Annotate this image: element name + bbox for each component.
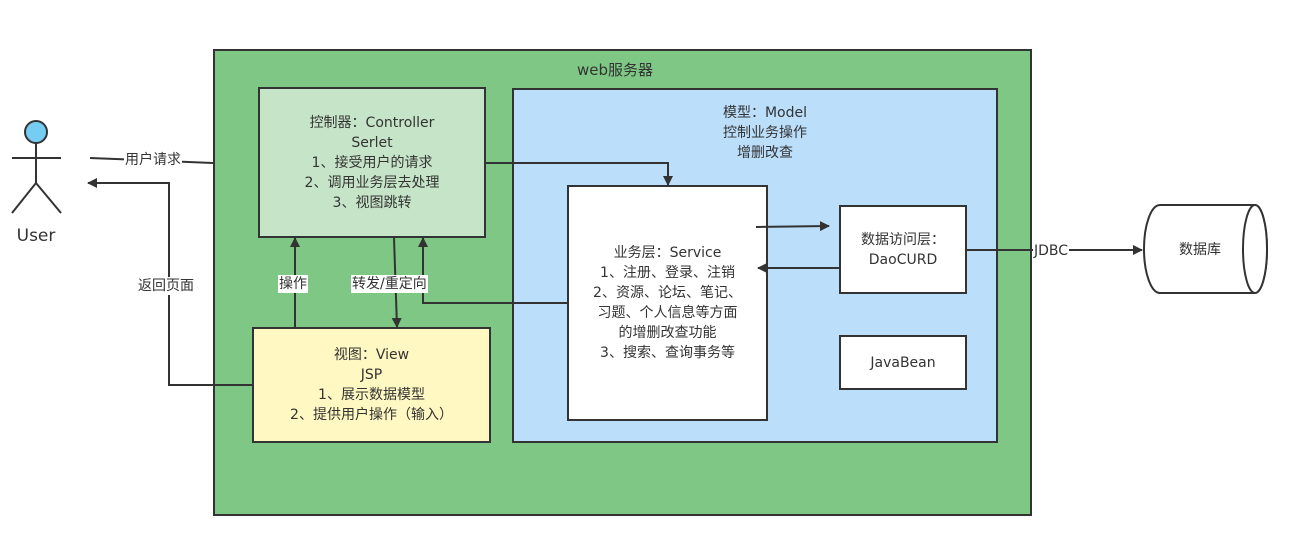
service-item-3: 3、搜索、查询事务等 — [600, 345, 735, 361]
service-title: 业务层：Service — [613, 245, 722, 261]
user-label: User — [16, 226, 56, 246]
edge-controller-to-service — [486, 162, 673, 186]
label-operate: 操作 — [278, 275, 308, 293]
label-user-request: 用户请求 — [124, 151, 182, 169]
view-item-1: 1、展示数据模型 — [318, 387, 425, 403]
actor-leg-left — [11, 182, 37, 214]
label-return-page: 返回页面 — [137, 277, 195, 295]
service-item-1: 1、注册、登录、注销 — [600, 265, 735, 281]
service-box[interactable]: 业务层：Service 1、注册、登录、注销 2、资源、论坛、笔记、 习题、个人… — [567, 185, 768, 421]
controller-item-3: 3、视图跳转 — [332, 194, 412, 211]
model-label: 模型：Model 控制业务操作 增删改查 — [700, 102, 830, 164]
dao-subtitle: DaoCURD — [868, 251, 938, 268]
service-item-2: 2、资源、论坛、笔记、 — [593, 285, 742, 301]
controller-subtitle: Serlet — [351, 134, 393, 151]
controller-box[interactable]: 控制器：Controller Serlet 1、接受用户的请求 2、调用业务层去… — [258, 87, 486, 238]
actor-head — [24, 120, 48, 144]
model-desc-2: 增删改查 — [737, 145, 793, 161]
service-item-2-cont: 习题、个人信息等方面 — [597, 305, 738, 321]
view-box[interactable]: 视图：View JSP 1、展示数据模型 2、提供用户操作（输入） — [252, 327, 491, 443]
database-text: 数据库 — [1179, 242, 1221, 258]
controller-item-2: 2、调用业务层去处理 — [304, 174, 440, 191]
dao-title: 数据访问层： — [861, 231, 945, 248]
label-jdbc: JDBC — [1033, 242, 1070, 260]
actor-leg-right — [35, 182, 62, 214]
label-forward-redirect: 转发/重定向 — [351, 275, 428, 293]
dao-box[interactable]: 数据访问层： DaoCURD — [839, 205, 967, 294]
controller-item-1: 1、接受用户的请求 — [311, 154, 433, 171]
user-actor-icon[interactable] — [11, 120, 62, 214]
model-desc-1: 控制业务操作 — [723, 125, 807, 141]
view-title: 视图：View — [333, 347, 410, 363]
controller-title: 控制器：Controller — [309, 114, 435, 131]
database-label: 数据库 — [1150, 240, 1250, 260]
view-subtitle: JSP — [360, 367, 383, 383]
view-item-2: 2、提供用户操作（输入） — [290, 407, 453, 423]
model-title: 模型：Model — [722, 105, 808, 121]
edge-service-to-controller — [418, 237, 567, 304]
database-icon[interactable] — [1143, 204, 1268, 294]
edge-service-to-dao — [755, 221, 830, 232]
javabean-label: JavaBean — [870, 354, 936, 371]
service-item-2-cont2: 的增删改查功能 — [618, 325, 717, 341]
javabean-box[interactable]: JavaBean — [839, 335, 967, 390]
web-server-title: web服务器 — [576, 61, 654, 79]
